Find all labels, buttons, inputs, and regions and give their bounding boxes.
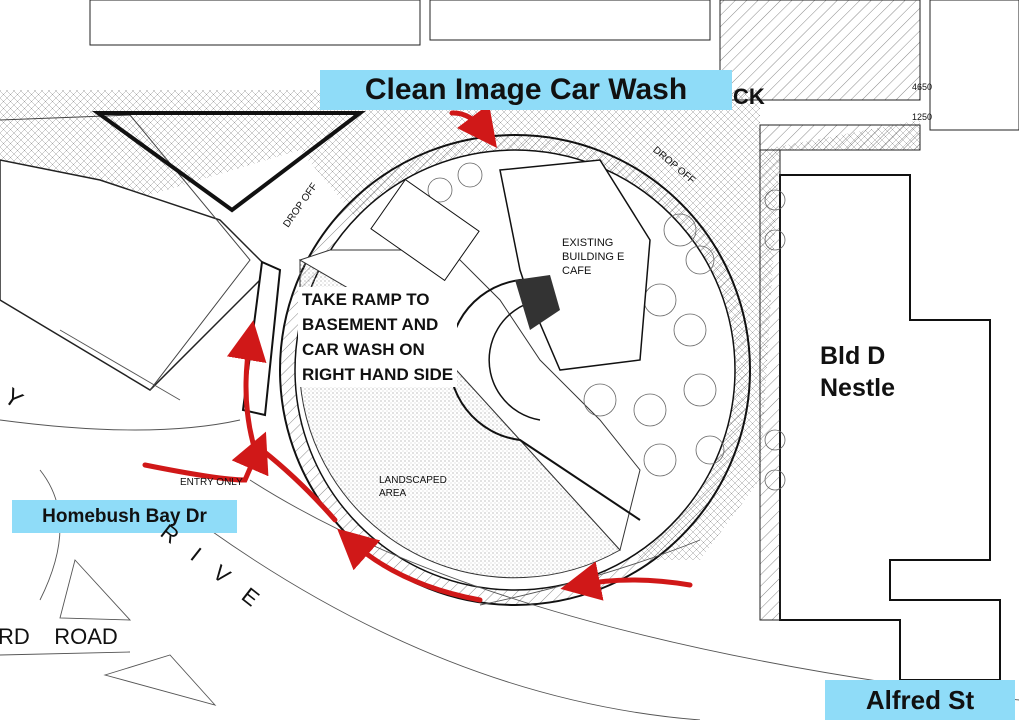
building-d-label: Bld D Nestle bbox=[820, 342, 896, 402]
dimension-label: 1250 bbox=[912, 112, 933, 122]
landscaped-label: LANDSCAPED AREA bbox=[379, 475, 447, 499]
homebush-bay-dr-callout: Homebush Bay Dr bbox=[12, 500, 237, 533]
building-d-outline bbox=[779, 174, 1001, 681]
route-arrows bbox=[142, 103, 693, 603]
instruction-text: TAKE RAMP TO BASEMENT AND CAR WASH ON RI… bbox=[298, 287, 458, 387]
alfred-st-callout: Alfred St bbox=[825, 680, 1015, 720]
route-arrow-loop bbox=[259, 447, 338, 523]
car-wash-callout: Clean Image Car Wash bbox=[320, 70, 732, 110]
route-arrow-south bbox=[337, 528, 483, 603]
route-arrow-ramp bbox=[226, 320, 267, 453]
plan-text-ck: CK bbox=[733, 84, 765, 109]
entry-only-label: ENTRY ONLY bbox=[180, 477, 243, 488]
dimension-label: 4650 bbox=[912, 82, 933, 92]
route-arrow-entry bbox=[142, 431, 269, 483]
route-arrow-alfred bbox=[560, 561, 693, 601]
top-buildings bbox=[89, 0, 1019, 131]
left-building bbox=[0, 159, 272, 391]
triangle-outline bbox=[91, 111, 366, 213]
route-arrow-carwash bbox=[449, 103, 498, 148]
street-text-road: RD ROAD bbox=[0, 624, 118, 649]
building-e-label: EXISTING BUILDING E CAFE bbox=[562, 237, 625, 277]
